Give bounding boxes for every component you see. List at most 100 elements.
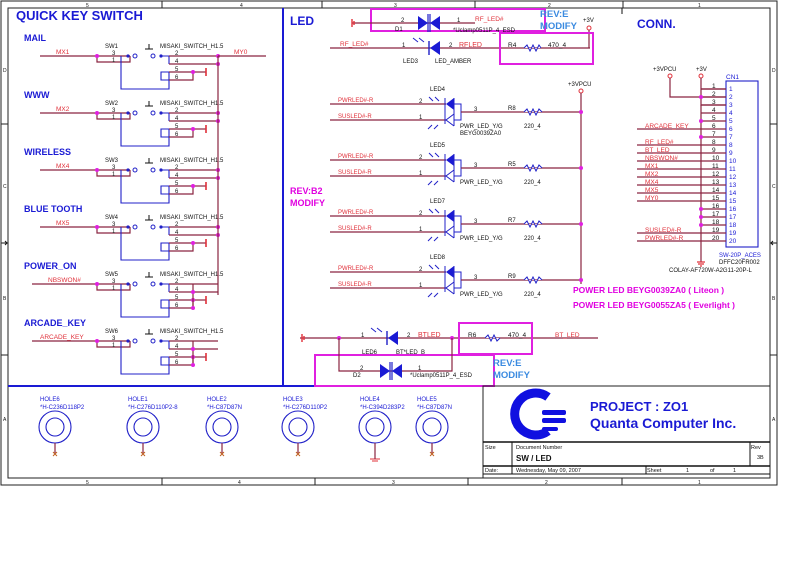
net-label: MY0 [234,49,248,56]
pin-label: 1 [419,283,423,289]
col-label: 5 [86,3,89,9]
led-icon [446,98,454,110]
note-line: POWER LED BEYG0039ZA0 ( Liteon ) [573,285,724,295]
net-label: RF_LED# [645,139,674,146]
pin-number: 7 [712,131,716,138]
pin-label: 2 [401,18,405,24]
section-title-quick-key: QUICK KEY SWITCH [16,8,143,23]
col-label: 4 [238,480,241,486]
pin-label: 2 [175,51,179,57]
section-title-conn: CONN. [637,17,676,31]
value-label: 220_4 [524,236,541,242]
ref-label: R8 [508,106,516,112]
pin-label: 14 [729,190,737,197]
row-label: B [772,296,776,302]
ref-label: HOLE3 [283,397,303,403]
pin-label: 2 [449,43,453,49]
pin-number: 18 [712,219,720,226]
part-label: BEYG0039ZA0 [460,131,502,137]
pin-label: 20 [729,238,737,245]
rev-value: 3B [757,455,764,461]
row-label: A [3,417,7,423]
pin-label: 1 [112,286,116,292]
pin-number: 11 [712,163,719,170]
power-port-icon [667,73,673,79]
hole-hole6: HOLE6*H-C236D118P2 [38,397,85,457]
row-label: C [772,184,776,190]
tvs-diode-icon [418,16,428,30]
net-label: SUSLED#-R [338,170,372,176]
led-icon [446,266,454,278]
net-label: MX1 [56,49,70,56]
part-label: MISAKI_SWITCH_H1.5 [160,44,224,50]
power-port-icon [698,73,704,79]
pin-number: 9 [712,147,716,154]
pin-label: 18 [729,222,737,229]
mounting-holes: HOLE6*H-C236D118P2HOLE1*H-C276D110P2-8HO… [38,397,452,462]
pin-label: 6 [175,303,179,309]
power-port-icon [578,88,584,94]
pin-label: 1 [419,171,423,177]
ref-label: R7 [508,218,516,224]
column-markers: 5 4 3 2 1 5 4 3 2 1 [86,1,701,486]
row-markers: D C B A D C B A [1,68,777,423]
part-label: *Uclamp0511P_4_ESD [410,373,473,379]
led3-amber: RF_LED# 1 2 RFLED LED3 LED_AMBER [330,30,590,65]
r4-resistor: R4 470_4 [499,32,594,65]
pin-label: 1 [419,115,423,121]
pin-label: 10 [729,158,737,165]
pin-number: 2 [712,91,716,98]
rev-note: MODIFY [290,198,325,208]
net-label: NBSWON# [645,155,678,162]
part-label: *H-C276D110P2-8 [128,405,178,411]
value-label: 470_4 [508,332,526,339]
net-label: BT_LED [645,147,670,154]
rev-box [458,322,533,355]
power-port-icon [586,25,592,31]
part-label: COLAY-AF720W-A2G11-20P-L [669,268,752,274]
ref-label: R6 [468,332,477,339]
hole-icon [415,410,449,444]
rev-note: MODIFY [540,21,578,32]
ref-label: SW2 [105,101,119,107]
net-label: NBSWON# [48,277,81,284]
pin-label: 6 [175,246,179,252]
pin-label: 5 [175,124,179,130]
switch-title: WIRELESS [24,147,71,157]
pin-number: 6 [712,123,716,130]
ref-label: D2 [353,373,361,379]
net-label: MX2 [645,171,659,178]
ref-label: SW3 [105,158,119,164]
pin-number: 10 [712,155,720,162]
of-label: of [710,468,715,474]
net-label: SUSLED#-R [338,114,372,120]
net-label: RF_LED# [340,41,369,48]
ref-label: LED6 [362,350,378,356]
pin-label: 3 [474,219,478,225]
size-label: Size [485,445,496,451]
pin-label: 2 [360,366,364,372]
part-label: *H-C236D118P2 [40,405,85,411]
part-label: *H-C87D87N [417,405,452,411]
col-label: 2 [545,480,548,486]
pin-number: 13 [712,179,720,186]
pin-label: 17 [729,214,737,221]
pin-number: 20 [712,235,720,242]
quanta-logo-icon [510,388,566,440]
pin-label: 4 [175,116,179,122]
pin-number: 4 [712,107,716,114]
net-label: RFLED [459,42,482,49]
hole-hole2: HOLE2*H-C87D87N [205,397,242,457]
net-label: PWRLED#-R [338,154,374,160]
net-label: MX2 [56,106,70,113]
net-label: SUSLED#-R [338,226,372,232]
rev-note: MODIFY [493,370,531,381]
pin-label: 1 [729,86,733,93]
pin-label: 3 [112,108,116,114]
switch-actuator-icon [145,329,153,335]
